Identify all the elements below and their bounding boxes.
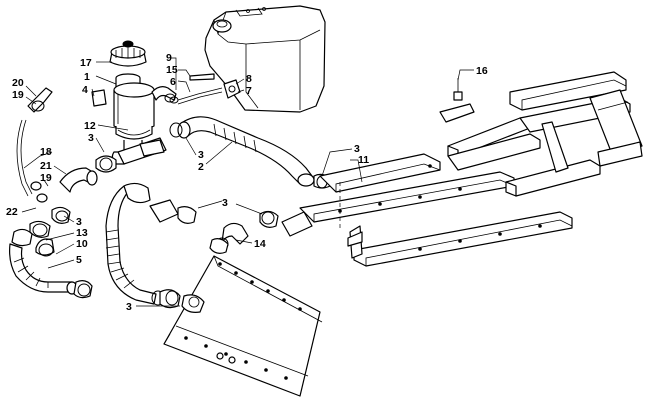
callout-11: 11 xyxy=(358,154,369,166)
short-hose xyxy=(209,222,249,254)
callout-3-bottom: 3 xyxy=(126,301,132,313)
radiator-cap xyxy=(109,40,147,67)
callout-14: 14 xyxy=(254,238,266,250)
expansion-bottle xyxy=(113,73,155,151)
callout-5: 5 xyxy=(76,254,82,266)
callout-10: 10 xyxy=(76,238,88,250)
callout-3-upper-hose: 3 xyxy=(198,149,204,161)
callout-3-elbow: 3 xyxy=(222,197,228,209)
callout-4: 4 xyxy=(82,84,88,96)
callout-12: 12 xyxy=(84,120,96,132)
callout-19-top: 19 xyxy=(12,89,24,101)
vent-hose xyxy=(16,87,53,203)
tee-fitting xyxy=(111,137,167,165)
callout-7: 7 xyxy=(246,85,252,97)
callout-18: 18 xyxy=(40,146,52,158)
coolant-tank xyxy=(204,5,326,113)
bypass-hose xyxy=(59,155,117,193)
callout-6: 6 xyxy=(170,76,176,88)
lower-left-hose xyxy=(9,206,93,299)
callout-17: 17 xyxy=(80,57,92,69)
heat-exchanger xyxy=(299,153,573,267)
callout-22: 22 xyxy=(6,206,18,218)
radiator-shield xyxy=(163,255,323,397)
overflow-hose-assembly xyxy=(151,73,223,105)
callout-1: 1 xyxy=(84,71,90,83)
callout-16: 16 xyxy=(476,65,488,77)
corrugated-hose xyxy=(105,182,181,309)
callout-labels: 17 1 4 9 15 6 8 7 16 20 19 12 3 3 2 3 11… xyxy=(6,52,488,313)
callout-3-tee: 3 xyxy=(88,132,94,144)
callout-2: 2 xyxy=(198,161,204,173)
elbow-hose xyxy=(149,199,313,237)
callout-3-left: 3 xyxy=(76,216,82,228)
upper-coolant-hose xyxy=(169,116,331,189)
callout-19-lower: 19 xyxy=(40,172,52,184)
callout-21: 21 xyxy=(40,160,52,172)
callout-15: 15 xyxy=(166,64,178,76)
leader-lines xyxy=(21,57,474,307)
callout-3-exchanger: 3 xyxy=(354,143,360,155)
rear-heat-exchanger xyxy=(447,71,643,197)
callout-9: 9 xyxy=(166,52,172,64)
callout-8: 8 xyxy=(246,73,252,85)
callout-20: 20 xyxy=(12,77,24,89)
bleeder-valve xyxy=(439,78,475,123)
callout-13: 13 xyxy=(76,227,88,239)
warning-decal xyxy=(91,89,107,107)
